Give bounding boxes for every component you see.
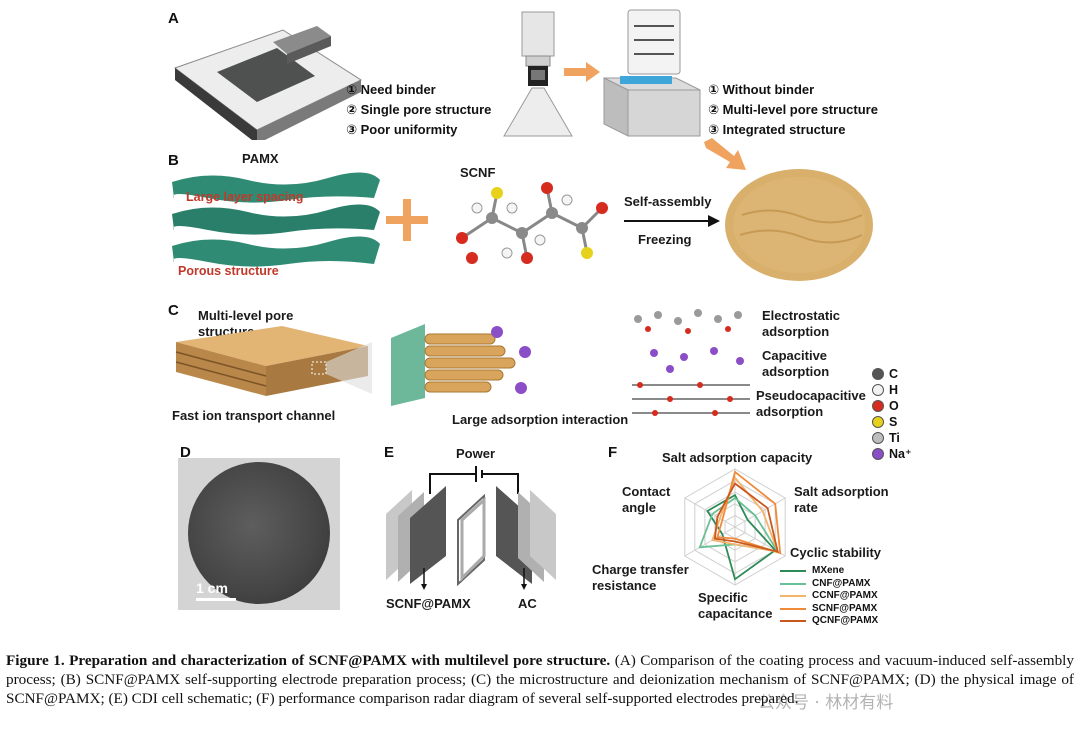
arrow-b-right — [624, 215, 720, 227]
scnf-electrode-label: SCNF@PAMX — [386, 596, 471, 611]
atom-dot-icon — [872, 400, 884, 412]
coating-drawback-3: ③ Poor uniformity — [346, 122, 458, 137]
legend-label: CNF@PAMX — [812, 577, 871, 589]
legend-label: MXene — [812, 565, 845, 576]
atom-symbol: O — [889, 399, 899, 413]
legend-swatch — [780, 620, 806, 623]
self-assembly-label: Self-assembly — [624, 194, 712, 209]
large-adsorption-label: Large adsorption interaction — [452, 412, 629, 427]
pseudocapacitive-adsorption-label: Pseudocapacitive adsorption — [756, 388, 866, 419]
panel-a-label: A — [168, 10, 179, 27]
figure-caption: Figure 1. Preparation and characterizati… — [6, 651, 1074, 708]
fiber-bundle-illustration — [391, 324, 531, 406]
legend-swatch — [780, 570, 806, 573]
legend-label: CCNF@PAMX — [812, 590, 878, 601]
ac-electrode-label: AC — [518, 596, 537, 611]
atom-symbol: S — [889, 415, 898, 429]
radar-axis-line — [684, 497, 736, 528]
panel-a-right-list: ① Without binder ② Multi-level pore stru… — [708, 80, 878, 140]
atom-symbol: Na⁺ — [889, 447, 912, 461]
atom-legend-item: S — [872, 414, 912, 430]
caption-title: Figure 1. Preparation and characterizati… — [6, 652, 611, 669]
freeze-advantage-1: ① Without binder — [708, 82, 815, 97]
atom-symbol: Ti — [889, 431, 900, 445]
porous-structure-label: Porous structure — [178, 264, 279, 278]
radar-series-qcnf-pamx — [713, 482, 779, 553]
coating-drawback-1: ① Need binder — [346, 82, 436, 97]
legend-swatch — [780, 595, 806, 598]
arrow-a-right — [564, 62, 600, 82]
freezing-label: Freezing — [638, 232, 692, 247]
coating-drawback-2: ② Single pore structure — [346, 102, 492, 117]
scale-bar — [196, 598, 236, 601]
porous-block-illustration — [175, 326, 372, 396]
atom-dot-icon — [872, 448, 884, 460]
atom-symbol: H — [889, 383, 899, 397]
legend-swatch — [780, 582, 806, 585]
atom-dot-icon — [872, 384, 884, 396]
axis-specific-capacitance: Specific capacitance — [698, 590, 773, 621]
atom-legend-item: H — [872, 382, 912, 398]
freeze-advantage-3: ③ Integrated structure — [708, 122, 846, 137]
capacitive-adsorption-label: Capacitive adsorption — [762, 348, 830, 379]
cdi-cell-schematic — [386, 466, 556, 590]
panel-f-label: F — [608, 444, 618, 461]
atom-symbol: C — [889, 367, 899, 381]
aerogel-film-image — [725, 169, 873, 281]
atom-dot-icon — [872, 416, 884, 428]
power-label: Power — [456, 446, 496, 461]
electrode-disc — [188, 462, 330, 604]
axis-cyclic-stability: Cyclic stability — [790, 545, 882, 560]
radar-series-mxene — [706, 493, 777, 581]
atom-legend-item: O — [872, 398, 912, 414]
panel-a-left-list: ① Need binder ② Single pore structure ③ … — [346, 80, 491, 140]
atom-dot-icon — [872, 368, 884, 380]
freeze-advantage-2: ② Multi-level pore structure — [708, 102, 878, 117]
radar-axis-line — [734, 497, 786, 528]
panel-d-label: D — [180, 444, 191, 461]
radar-chart — [684, 468, 786, 586]
axis-salt-adsorption-rate: Salt adsorption rate — [794, 484, 889, 515]
radar-series-scnf-pamx — [716, 470, 782, 555]
scnf-molecule-illustration — [456, 182, 608, 264]
radar-legend-item: SCNF@PAMX — [780, 603, 878, 616]
radar-legend-item: MXene — [780, 565, 878, 578]
vacuum-filter-illustration — [503, 11, 573, 137]
atom-legend-item: Ti — [872, 430, 912, 446]
large-layer-spacing-label: Large layer spacing — [186, 190, 304, 204]
legend-label: QCNF@PAMX — [812, 615, 879, 626]
electrode-photo: 1 cm — [178, 458, 340, 610]
panel-e-label: E — [384, 444, 395, 461]
atom-legend-item: Na⁺ — [872, 446, 912, 462]
scale-bar-label: 1 cm — [196, 580, 228, 596]
coating-plate-illustration — [173, 26, 363, 140]
legend-label: SCNF@PAMX — [812, 602, 878, 614]
wechat-watermark: 公众号 · 林材有料 — [758, 693, 894, 713]
radar-legend-item: CCNF@PAMX — [780, 590, 878, 603]
radar-legend-item: QCNF@PAMX — [780, 615, 878, 628]
freeze-dryer-illustration — [603, 9, 701, 137]
legend-swatch — [780, 607, 806, 610]
arrow-to-film — [704, 138, 746, 170]
pamx-title: PAMX — [242, 151, 279, 166]
fast-ion-transport-label: Fast ion transport channel — [172, 408, 336, 423]
scnf-title: SCNF — [460, 165, 496, 180]
axis-salt-adsorption-capacity: Salt adsorption capacity — [662, 450, 813, 465]
plus-icon — [386, 199, 428, 241]
pamx-layers-illustration — [172, 172, 380, 267]
radar-legend-item: CNF@PAMX — [780, 578, 878, 591]
atom-legend-item: C — [872, 366, 912, 382]
electrostatic-adsorption-label: Electrostatic adsorption — [762, 308, 841, 339]
caption-body: (A) Comparison of the coating process an… — [6, 652, 1074, 707]
adsorption-mechanism-illustration — [632, 309, 750, 416]
panel-c-label: C — [168, 302, 179, 319]
panel-b-label: B — [168, 152, 179, 169]
radar-series-ccnf-pamx — [711, 475, 780, 553]
axis-charge-transfer-resistance: Charge transfer resistance — [592, 562, 689, 593]
axis-contact-angle: Contact angle — [622, 484, 671, 515]
radar-axis-line — [684, 526, 736, 557]
atom-dot-icon — [872, 432, 884, 444]
